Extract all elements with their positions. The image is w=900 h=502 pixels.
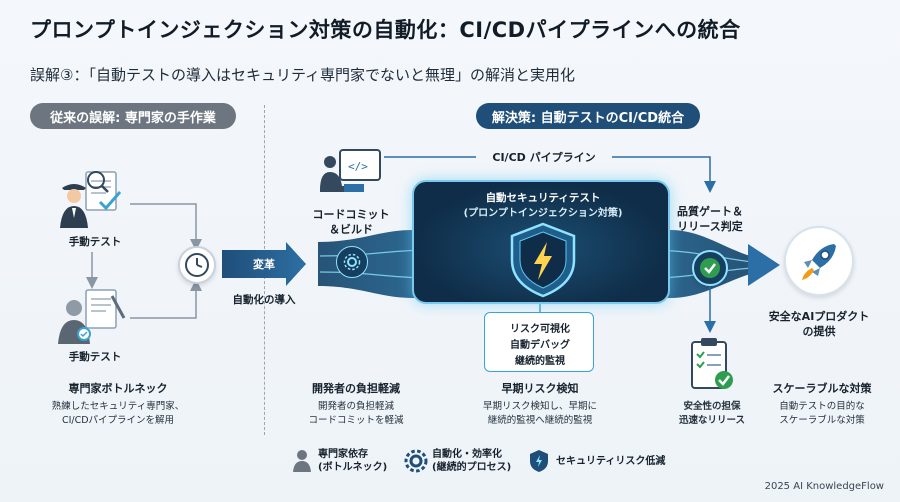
left-connector-bottom bbox=[130, 279, 202, 319]
caption-dev-title: 開発者の負担軽減 bbox=[312, 382, 400, 395]
left-section-label: 従来の誤解: 専門家の手作業 bbox=[30, 103, 236, 129]
check-circle-icon bbox=[700, 258, 720, 278]
clipboard-check-icon bbox=[691, 338, 733, 389]
risk-line-visibility: リスク可視化 bbox=[510, 324, 570, 335]
caption-dev-line1: 開発者の負担軽減 bbox=[317, 401, 394, 412]
risk-line-monitoring: 継続的監視 bbox=[515, 356, 565, 367]
page-subtitle: 誤解③：「自動テストの導入はセキュリティ専門家でないと無理」の解消と実用化 bbox=[30, 66, 576, 84]
caption-safety-line2: 迅速なリリース bbox=[678, 415, 746, 426]
transform-badge: 変革 bbox=[253, 258, 275, 271]
risk-line-debug: 自動デバッグ bbox=[510, 340, 570, 351]
clock-node bbox=[178, 246, 216, 284]
legend-automation-line1: 自動化・効率化 bbox=[432, 449, 502, 460]
footer-credit: 2025 AI KnowledgeFlow bbox=[764, 481, 884, 492]
product-label-line2: の提供 bbox=[802, 325, 836, 338]
clock-icon bbox=[185, 253, 209, 277]
right-section-label: 解決策: 自動テストのCI/CD統合 bbox=[476, 103, 700, 129]
legend-shield-icon bbox=[528, 449, 550, 473]
gate-label-line2: リリース判定 bbox=[677, 220, 743, 233]
developer-code-icon: </> bbox=[320, 149, 381, 192]
transform-arrow bbox=[222, 242, 306, 286]
legend-expert-line1: 専門家依存 bbox=[318, 449, 368, 460]
legend-automation-line2: (継続的プロセス) bbox=[432, 462, 512, 473]
caption-scale-title: スケーラブルな対策 bbox=[772, 382, 872, 395]
legend-security-line1: セキュリティリスク低減 bbox=[556, 456, 666, 467]
caption-risk-line1: 早期リスク検知し、早期に bbox=[482, 401, 597, 412]
caption-risk-title: 早期リスク検知 bbox=[501, 382, 579, 395]
gear-icon bbox=[343, 253, 361, 271]
manual-reviewer-icon bbox=[58, 289, 126, 344]
caption-risk-line2: 継続的監視へ継続的監視 bbox=[487, 415, 593, 426]
left-connector-top bbox=[130, 203, 202, 251]
manual-test-illustration-2 bbox=[56, 288, 134, 346]
shield-icon bbox=[510, 222, 576, 298]
left-caption-title: 専門家ボトルネック bbox=[68, 382, 168, 395]
pipeline-gear-node bbox=[336, 246, 368, 278]
manual-test-illustration-1 bbox=[56, 168, 134, 230]
rocket-node bbox=[784, 226, 854, 296]
caption-safety-line1: 安全性の担保 bbox=[683, 401, 741, 412]
gate-label-line1: 品質ゲート＆ bbox=[677, 205, 743, 218]
commit-label-line1: コードコミット bbox=[312, 208, 390, 221]
commit-label-line2: ＆ビルド bbox=[329, 223, 373, 236]
risk-monitoring-box: リスク可視化 自動デバッグ 継続的監視 bbox=[484, 312, 594, 372]
caption-scale-line1: 自動テストの目的な bbox=[779, 401, 865, 412]
page-title: プロンプトインジェクション対策の自動化：CI/CDパイプラインへの統合 bbox=[30, 18, 741, 42]
product-label-line1: 安全なAIプロダクト bbox=[768, 310, 870, 323]
shield-icon bbox=[530, 450, 548, 472]
expert-inspector-icon bbox=[60, 171, 122, 228]
commit-illustration: </> bbox=[318, 146, 384, 202]
manual-test-label-1: 手動テスト bbox=[68, 236, 122, 248]
manual-test-label-2: 手動テスト bbox=[68, 351, 122, 363]
quality-gate-node bbox=[692, 250, 728, 286]
caption-scale-line2: スケーラブルな対策 bbox=[779, 415, 865, 426]
central-subtitle: (プロンプトインジェクション対策) bbox=[463, 208, 623, 219]
automation-intro-label: 自動化の導入 bbox=[232, 294, 296, 306]
pipeline-arrow-tip bbox=[748, 244, 780, 286]
automated-security-test-module: 自動セキュリティテスト (プロンプトインジェクション対策) bbox=[412, 180, 670, 304]
svg-text:</>: </> bbox=[348, 160, 368, 173]
rocket-icon bbox=[802, 244, 836, 280]
left-caption-line2: CI/CDパイプラインを解用 bbox=[61, 415, 175, 426]
legend-expert-line2: (ボトルネック) bbox=[318, 462, 388, 473]
gear-icon bbox=[404, 449, 428, 473]
person-icon bbox=[293, 450, 311, 472]
checklist-illustration bbox=[688, 336, 736, 394]
pipeline-label: CI/CD パイプライン bbox=[492, 151, 596, 164]
left-caption-line1: 熟練したセキュリティ専門家、 bbox=[51, 401, 185, 412]
central-title: 自動セキュリティテスト bbox=[485, 192, 601, 204]
legend-gear-icon bbox=[404, 449, 428, 473]
caption-dev-line2: コードコミットを軽減 bbox=[308, 415, 404, 426]
legend-person-icon bbox=[292, 449, 312, 473]
